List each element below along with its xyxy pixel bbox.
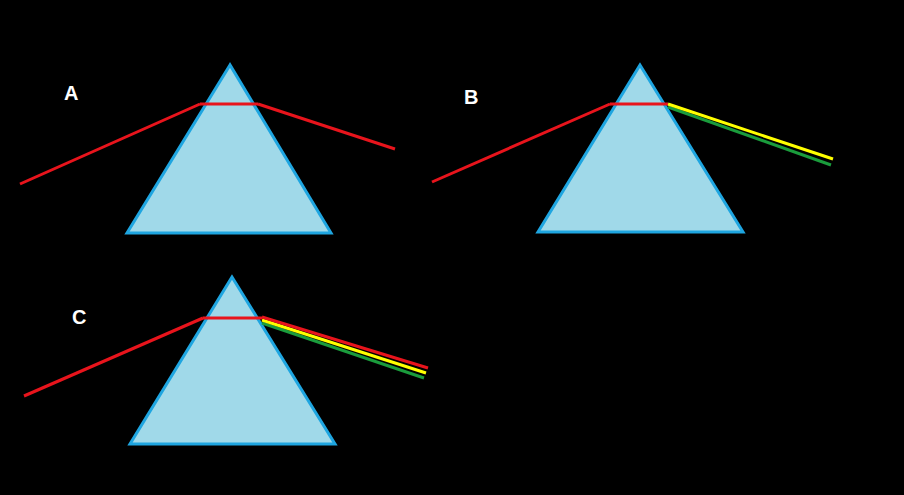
panel-letter: A xyxy=(64,83,78,103)
panel-letter: C xyxy=(72,307,86,327)
exit-ray xyxy=(258,104,395,149)
yellow-exit-ray xyxy=(262,320,426,373)
incident-ray xyxy=(20,104,200,184)
incident-ray xyxy=(432,104,610,182)
internal-ray xyxy=(200,103,258,106)
prism-shape xyxy=(127,65,331,233)
prism-c xyxy=(24,277,428,444)
internal-ray xyxy=(610,103,668,106)
prism-shape xyxy=(538,65,743,232)
prism-b xyxy=(432,65,833,232)
red-exit-ray xyxy=(262,317,428,368)
incident-ray xyxy=(24,318,203,396)
panel-letter: B xyxy=(464,87,478,107)
internal-ray xyxy=(203,317,262,320)
green-exit-ray xyxy=(262,323,424,378)
yellow-exit-ray xyxy=(668,104,833,159)
prism-shape xyxy=(130,277,335,444)
green-exit-ray xyxy=(668,107,831,165)
prism-a xyxy=(20,65,395,233)
